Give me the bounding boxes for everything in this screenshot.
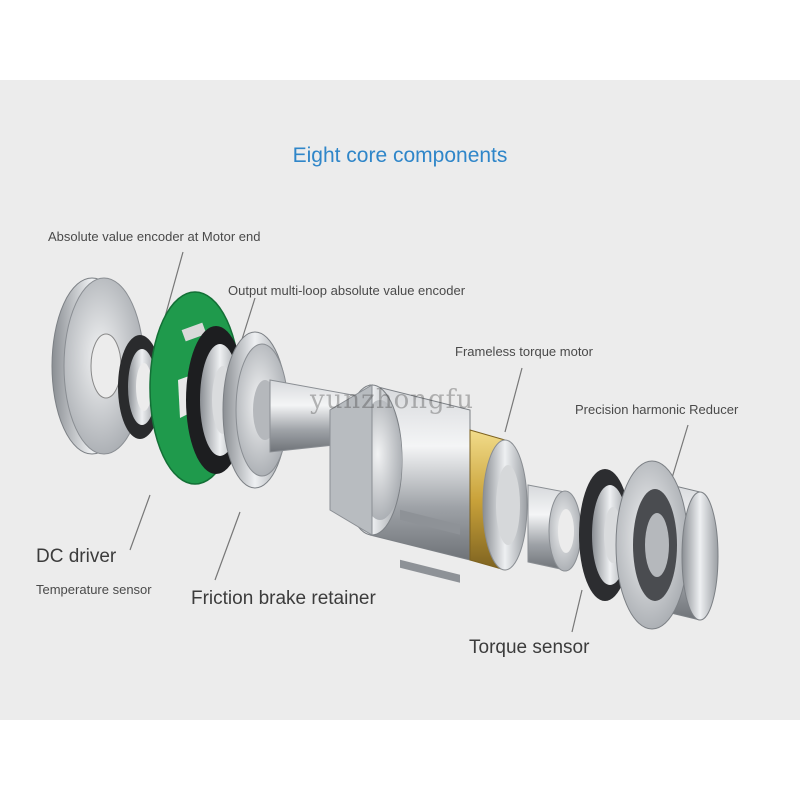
- label-torque-sensor: Torque sensor: [469, 637, 590, 658]
- exploded-actuator-illustration: [51, 251, 719, 633]
- torque-sensor-sleeve: [527, 484, 582, 572]
- label-encoder-motor-end: Absolute value encoder at Motor end: [48, 229, 261, 244]
- label-friction-brake: Friction brake retainer: [191, 588, 376, 609]
- harmonic-reducer: [615, 460, 719, 630]
- diagram-panel: Eight core components yunzhongfu Absolut…: [0, 80, 800, 720]
- motor-housing: [329, 384, 471, 583]
- frameless-torque-motor-ring: [469, 429, 528, 571]
- diagram-title: Eight core components: [292, 144, 508, 167]
- watermark: yunzhongfu: [310, 385, 475, 415]
- label-temperature-sensor: Temperature sensor: [36, 582, 152, 597]
- label-frameless-motor: Frameless torque motor: [455, 344, 593, 359]
- label-dc-driver: DC driver: [36, 546, 117, 567]
- label-output-encoder: Output multi-loop absolute value encoder: [228, 283, 466, 298]
- label-harmonic-reducer: Precision harmonic Reducer: [575, 402, 739, 417]
